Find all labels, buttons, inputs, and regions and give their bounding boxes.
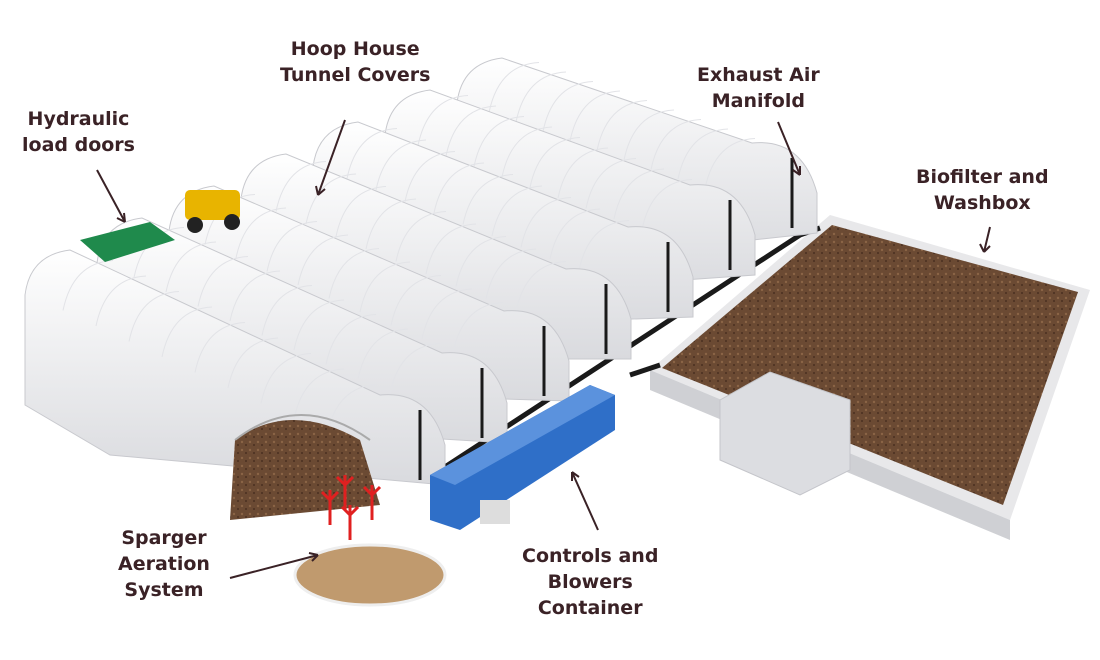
label-line: Sparger	[121, 527, 207, 549]
arrow-biofilter	[979, 226, 991, 253]
label-line: System	[124, 579, 204, 601]
washbox	[719, 371, 851, 496]
label-line: Container	[537, 597, 643, 619]
label-line: load doors	[22, 134, 135, 156]
label-hoop-house: Hoop House Tunnel Covers	[280, 36, 430, 88]
label-line: Hoop House	[290, 38, 420, 60]
label-line: Washbox	[933, 192, 1031, 214]
label-line: Blowers	[547, 571, 633, 593]
label-line: Aeration	[118, 553, 210, 575]
label-line: Tunnel Covers	[280, 64, 431, 86]
control-panel	[480, 500, 510, 524]
arrow-exhaust	[777, 121, 801, 176]
biofilter-media	[662, 225, 1078, 505]
biofilter-duct	[629, 362, 661, 378]
arrow-controls	[571, 471, 599, 531]
label-controls-container: Controls and Blowers Container	[522, 543, 658, 621]
label-biofilter: Biofilter and Washbox	[916, 164, 1049, 216]
callout-arrows	[96, 119, 991, 579]
label-exhaust-manifold: Exhaust Air Manifold	[697, 62, 820, 114]
sparger-nozzle	[340, 505, 360, 540]
sparger-nozzle	[335, 475, 355, 510]
loader-vehicle	[185, 190, 240, 233]
controls-blowers-container	[430, 385, 615, 530]
arrow-sparger	[229, 552, 319, 579]
label-line: Biofilter and	[916, 166, 1049, 188]
hydraulic-load-door	[80, 222, 175, 262]
arrow-hoop-house	[315, 119, 346, 196]
arrow-hydraulic	[96, 169, 126, 223]
label-line: Exhaust Air	[697, 64, 820, 86]
sparger-nozzle	[320, 490, 340, 525]
biofilter-washbox	[650, 215, 1090, 540]
label-line: Hydraulic	[27, 108, 130, 130]
sparger-pit	[293, 543, 447, 607]
label-line: Manifold	[711, 90, 805, 112]
tunnel-cover	[24, 249, 446, 486]
sparger-nozzles	[320, 475, 382, 540]
tunnel-cutaway	[230, 414, 447, 607]
label-line: Controls and	[522, 545, 659, 567]
label-sparger: Sparger Aeration System	[118, 525, 210, 603]
hoop-house-tunnels	[24, 57, 818, 486]
sparger-nozzle	[362, 485, 382, 520]
label-hydraulic-doors: Hydraulic load doors	[22, 106, 135, 158]
